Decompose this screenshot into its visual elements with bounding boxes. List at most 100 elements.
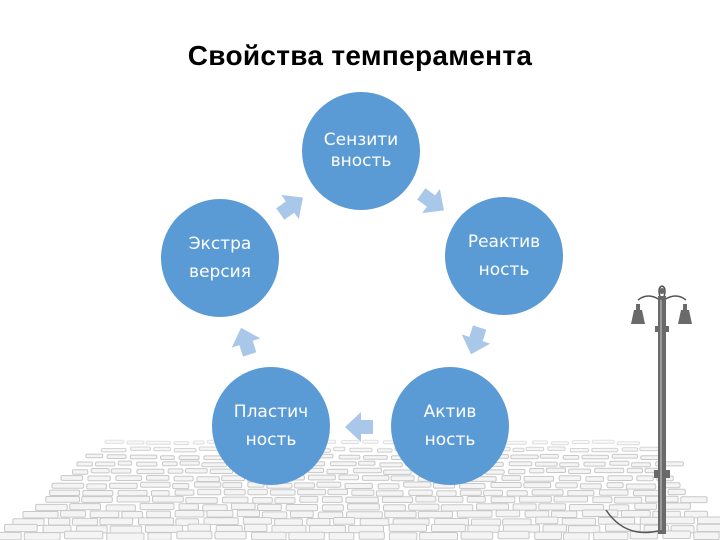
cobblestone <box>508 461 533 467</box>
cobblestone <box>353 467 383 474</box>
cobblestone <box>185 497 218 504</box>
cobblestone <box>408 503 440 511</box>
cobblestone <box>174 510 205 518</box>
cobblestone <box>299 495 319 503</box>
cobblestone <box>551 510 578 518</box>
cobblestone <box>179 460 200 466</box>
cobblestone <box>328 532 355 540</box>
cobblestone <box>117 460 133 466</box>
cobblestone <box>332 517 356 525</box>
cobblestone <box>185 468 208 474</box>
cobblestone <box>375 490 404 497</box>
cobblestone <box>495 509 521 518</box>
cobblestone <box>438 496 464 503</box>
cobblestone <box>176 530 213 540</box>
cobblestone <box>230 502 256 510</box>
cobblestone <box>403 481 432 488</box>
cobblestone <box>383 469 412 475</box>
cobblestone <box>152 495 184 503</box>
cobblestone <box>140 481 171 488</box>
cobblestone <box>684 510 708 519</box>
cobblestone <box>388 532 418 540</box>
cobblestone <box>662 530 691 539</box>
cobblestone <box>568 468 591 475</box>
cobblestone <box>327 488 348 496</box>
cobblestone <box>116 495 151 503</box>
cobblestone <box>377 483 400 490</box>
cobblestone <box>87 475 111 482</box>
cobblestone <box>381 496 414 504</box>
cobblestone <box>326 468 349 475</box>
cobblestone <box>316 481 342 488</box>
cobblestone <box>99 517 134 526</box>
cobblestone <box>178 503 199 511</box>
cobblestone <box>583 461 606 467</box>
cobblestone <box>82 490 114 497</box>
cobblestone <box>419 532 458 540</box>
cobblestone <box>483 489 503 497</box>
node-reactivity: Реактив ность <box>445 197 563 315</box>
cobblestone <box>534 461 558 467</box>
cobblestone <box>523 475 555 482</box>
cobblestone <box>236 509 261 518</box>
cobblestone <box>90 468 110 474</box>
cobblestone <box>338 454 361 460</box>
cobblestone <box>307 474 336 481</box>
cobblestone <box>490 482 522 489</box>
arrow-5 <box>231 327 261 357</box>
cobblestone <box>167 468 184 474</box>
cobblestone <box>585 476 605 482</box>
arrow-2 <box>417 188 444 214</box>
cobblestone <box>293 482 315 489</box>
cobblestone <box>317 511 344 519</box>
cobblestone <box>105 504 136 512</box>
node-plasticity: Пластич ность <box>212 367 330 485</box>
cobblestone <box>581 454 609 460</box>
cobblestone <box>634 502 658 510</box>
cobblestone <box>146 475 170 481</box>
cobblestone <box>193 481 222 488</box>
cobblestone <box>501 475 522 481</box>
cobblestone <box>417 510 453 519</box>
cobblestone <box>223 489 246 496</box>
cobblestone <box>173 475 194 482</box>
cobblestone <box>579 483 602 490</box>
cobblestone <box>680 496 708 504</box>
cobblestone <box>69 503 102 511</box>
cobblestone <box>563 532 590 540</box>
cobblestone <box>60 510 87 518</box>
cobblestone <box>497 530 530 540</box>
cobblestone <box>506 490 528 497</box>
cobblestone <box>607 475 633 482</box>
cobblestone <box>358 531 385 540</box>
node-extraversion: Экстра версия <box>161 199 279 317</box>
cobblestone <box>384 510 417 519</box>
cobblestone <box>345 496 379 504</box>
cobblestone <box>95 461 116 467</box>
page-title: Свойства темперамента <box>187 40 533 71</box>
node-label: Экстра версия <box>188 234 252 282</box>
cobblestone <box>559 462 580 468</box>
cobblestone <box>269 489 296 496</box>
cobblestone <box>136 461 158 467</box>
cobblestone <box>4 523 38 533</box>
node-activity: Актив ность <box>391 367 509 485</box>
cobblestone <box>308 525 346 534</box>
cobblestone <box>63 530 104 540</box>
cobblestone <box>535 516 559 525</box>
cobblestone <box>625 483 657 490</box>
cobblestone <box>139 502 175 511</box>
cobblestone <box>621 510 651 518</box>
cobblestone <box>538 503 567 511</box>
cobblestone <box>562 455 580 460</box>
arrow-3 <box>461 325 491 355</box>
cobblestone <box>45 496 80 503</box>
cobblestone <box>257 503 282 511</box>
cobblestone <box>626 467 644 474</box>
cobblestone <box>51 482 85 489</box>
cobblestone <box>109 482 138 489</box>
cobblestone <box>605 523 641 532</box>
cobblestone <box>440 504 474 512</box>
cobblestone <box>379 462 403 468</box>
cobblestone <box>338 474 359 481</box>
